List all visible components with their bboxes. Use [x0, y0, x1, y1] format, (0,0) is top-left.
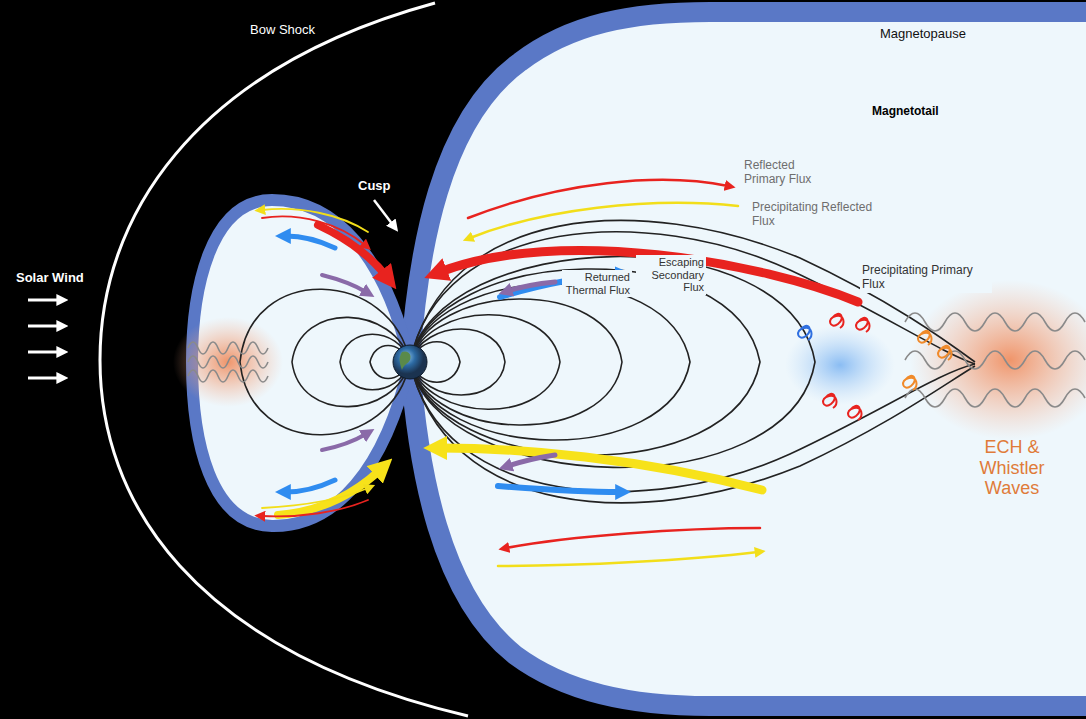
cusp-pointer — [374, 200, 393, 225]
wave-lines — [188, 313, 1085, 407]
wave-label: ECH & Whistler Waves — [950, 436, 1074, 500]
particle-helices — [798, 314, 951, 420]
region-label: Magnetopause — [878, 26, 998, 43]
region-label: Magnetotail — [870, 104, 941, 120]
flux-label: Precipitating Reflected Flux — [750, 200, 878, 230]
flux-label: Returned Thermal Flux — [562, 270, 632, 297]
earth-globe — [393, 345, 427, 379]
earth-land — [400, 351, 411, 370]
dayside-wave-glow — [173, 317, 283, 407]
region-label: Cusp — [356, 178, 393, 195]
flux-label: Reflected Primary Flux — [742, 158, 822, 188]
bow-shock-line — [100, 3, 468, 716]
solar-wind-label: Solar Wind — [14, 270, 86, 287]
magnetopause-band — [410, 12, 1086, 706]
tail-wave-glow — [910, 280, 1086, 440]
flux-label: Precipitating Primary Flux — [860, 263, 992, 293]
flux-arrows — [440, 180, 858, 566]
region-label: Bow Shock — [248, 22, 317, 39]
solar-wind-arrows — [28, 300, 60, 378]
flux-label: Escaping Secondary Flux — [636, 255, 706, 295]
tail-blue-glow — [785, 325, 895, 405]
dayside-flux-arrows — [262, 209, 386, 516]
